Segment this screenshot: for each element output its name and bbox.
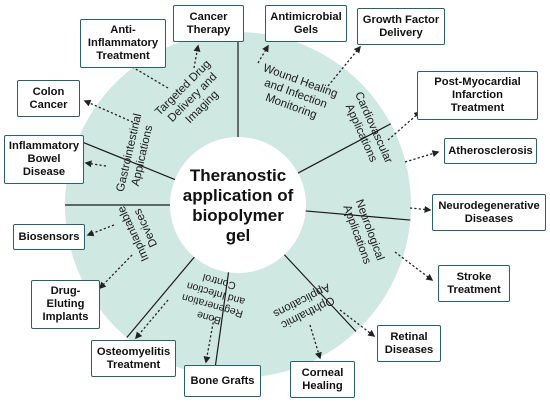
ring-dividers [65, 32, 411, 377]
dotted-arrow [86, 224, 115, 237]
drug-eluting-implants-box: Drug- Eluting Implants [31, 280, 100, 329]
ring-divider [305, 210, 411, 221]
ring-divider [283, 254, 357, 332]
dotted-arrow [404, 150, 440, 163]
post-myocardial-infarction-treatment-box: Post-Myocardial Infarction Treatment [417, 71, 538, 120]
colon-cancer-box: Colon Cancer [17, 80, 80, 117]
dotted-arrow [339, 309, 376, 337]
ring-divider [126, 256, 195, 338]
ring-divider [297, 123, 392, 174]
segment-label-bone: BoneRegenerationand InfectionControl [177, 267, 251, 332]
neurodegenerative-diseases-box: Neurodegenerative Diseases [432, 194, 546, 231]
stroke-treatment-box: Stroke Treatment [438, 265, 510, 302]
cancer-therapy-box: Cancer Therapy [173, 5, 244, 42]
ring-divider [77, 139, 176, 181]
atherosclerosis-box: Atherosclerosis [444, 138, 537, 164]
dotted-arrow [84, 160, 107, 168]
dotted-arrow [309, 324, 322, 360]
dotted-arrow [193, 44, 201, 69]
dotted-arrow [257, 44, 269, 64]
ring-divider [213, 272, 230, 377]
corneal-healing-box: Corneal Healing [290, 361, 355, 398]
inflammatory-bowel-disease-box: Inflammatory Bowel Disease [4, 135, 84, 184]
dotted-arrow [98, 254, 133, 290]
dotted-arrow [203, 317, 215, 364]
dotted-arrow [394, 251, 434, 281]
growth-factor-delivery-box: Growth Factor Delivery [357, 8, 445, 45]
retinal-diseases-box: Retinal Diseases [377, 325, 441, 362]
center-circle [170, 137, 306, 273]
dotted-arrow [83, 100, 138, 125]
osteomyelitis-treatment-box: Osteomyelitis Treatment [91, 340, 176, 377]
dotted-arrow [409, 205, 432, 213]
dotted-arrow [135, 299, 169, 340]
biosensors-box: Biosensors [13, 224, 85, 250]
connector-arrows [83, 44, 440, 364]
antimicrobial-gels-box: Antimicrobial Gels [265, 5, 347, 42]
anti-inflammatory-treatment-box: Anti- Inflammatory Treatment [80, 19, 166, 68]
dotted-arrow [387, 111, 422, 141]
bone-grafts-box: Bone Grafts [184, 365, 261, 397]
